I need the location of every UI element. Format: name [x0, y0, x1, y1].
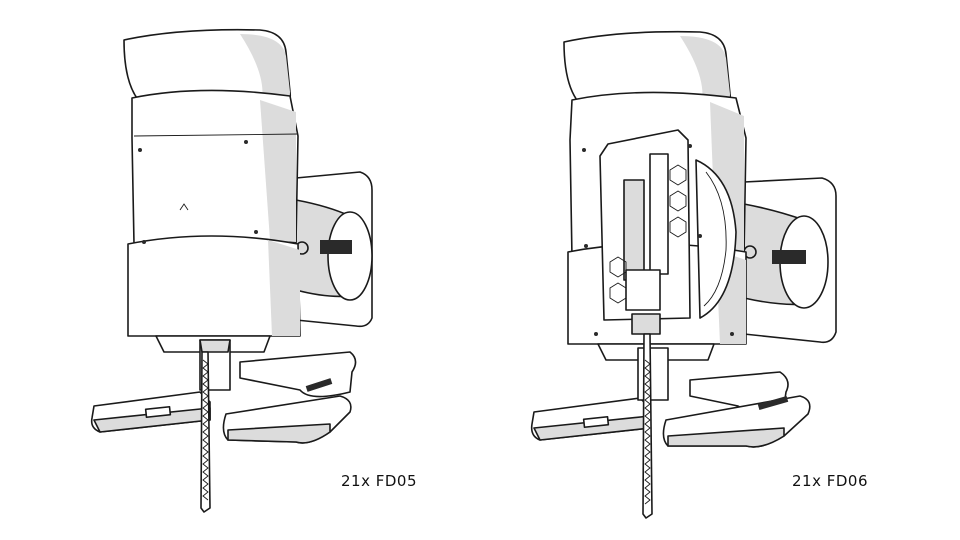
motor-housing — [743, 177, 837, 344]
motor-housing — [295, 171, 373, 328]
main-body — [123, 28, 301, 353]
figure-caption-right: 21x FD06 — [792, 472, 868, 490]
main-body-cutaway — [563, 30, 747, 361]
saw-blade — [199, 339, 231, 513]
figure-caption-left: 21x FD05 — [341, 472, 417, 490]
base-plate — [90, 351, 357, 444]
jigsaw-cutaway-illustration — [500, 0, 900, 540]
base-plate — [530, 371, 811, 448]
saw-blade — [631, 313, 669, 519]
jigsaw-closed-illustration — [60, 0, 460, 540]
